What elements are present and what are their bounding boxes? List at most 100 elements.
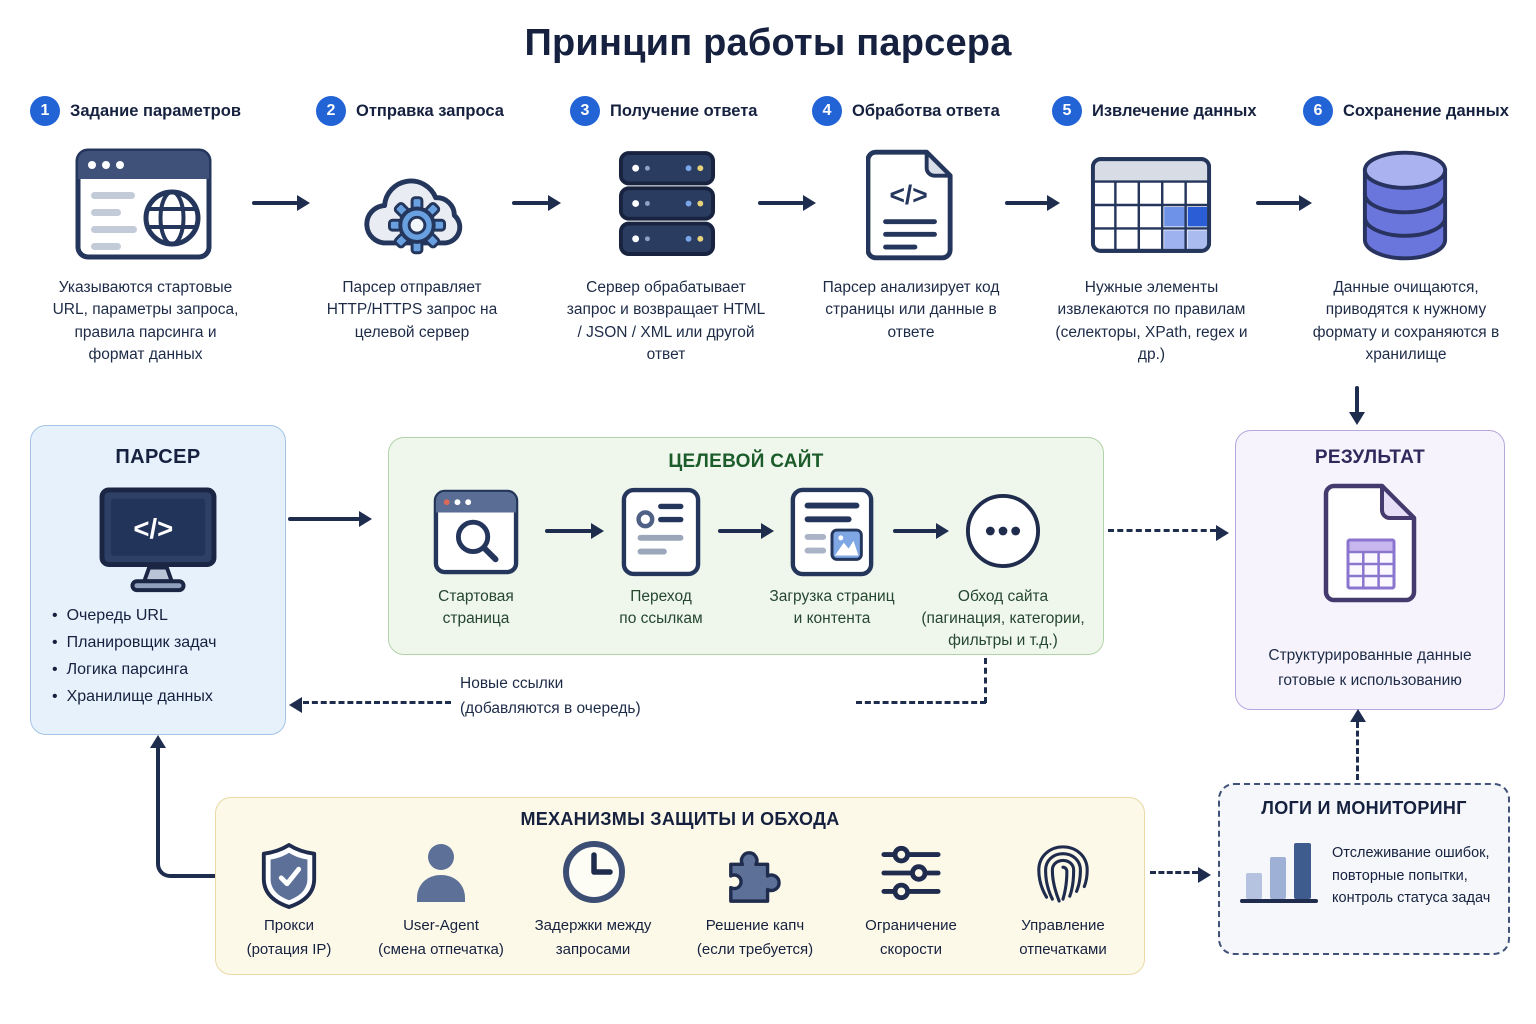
puzzle-icon xyxy=(723,845,787,910)
parser-feature: Очередь URL xyxy=(52,602,272,629)
step-header-6: 6 Сохранение данных xyxy=(1303,96,1509,126)
arrow-step6-result xyxy=(1355,386,1359,413)
arrow-target-1-2 xyxy=(545,529,592,533)
step-caption-3: Сервер обрабатывает запрос и возвращает … xyxy=(566,279,766,364)
step-label: Обработва ответа xyxy=(852,101,1000,120)
result-caption: Структурированные данные готовые к испол… xyxy=(1268,647,1472,689)
arrowhead xyxy=(289,697,302,713)
protection-item-caption-5: Ограничение скорости xyxy=(865,917,957,958)
svg-text:</>: </> xyxy=(889,180,927,210)
document-links-icon xyxy=(621,487,701,582)
arrow-step1-step2 xyxy=(252,201,298,205)
arrowhead xyxy=(936,523,949,539)
protection-item-caption-1: Прокси (ротация IP) xyxy=(246,917,332,958)
arrowhead xyxy=(548,195,561,211)
ellipsis-circle-icon xyxy=(965,493,1041,574)
arrowhead xyxy=(1299,195,1312,211)
cloud-gear-icon xyxy=(357,154,477,266)
step-caption-1: Указываются стартовые URL, параметры зап… xyxy=(52,279,239,364)
arrowhead xyxy=(591,523,604,539)
arrowhead xyxy=(1216,525,1229,541)
step-number-badge: 6 xyxy=(1303,96,1333,126)
svg-text:</>: </> xyxy=(133,513,173,544)
shield-check-icon xyxy=(258,842,320,915)
new-links-label: Новые ссылки (добавляются в очередь) xyxy=(460,675,641,717)
arrow-step2-step3 xyxy=(512,201,549,205)
arrowhead xyxy=(761,523,774,539)
arrowhead xyxy=(1350,709,1366,722)
step-header-3: 3 Получение ответа xyxy=(570,96,758,126)
arrow-newlinks-vertical xyxy=(984,658,987,703)
step-label: Получение ответа xyxy=(610,101,758,120)
target-item-caption-1: Стартовая страница xyxy=(438,588,514,627)
arrow-target-result xyxy=(1108,529,1216,532)
fingerprint-icon xyxy=(1033,840,1093,911)
arrowhead xyxy=(150,735,166,748)
step-label: Сохранение данных xyxy=(1343,101,1509,120)
step-caption-5: Нужные элементы извлекаются по правилам … xyxy=(1055,279,1248,364)
arrow-step5-step6 xyxy=(1256,201,1300,205)
arrow-step3-step4 xyxy=(758,201,804,205)
step-number-badge: 5 xyxy=(1052,96,1082,126)
code-document-icon: </> xyxy=(865,149,956,267)
arrow-step4-step5 xyxy=(1005,201,1048,205)
server-icon xyxy=(618,150,716,263)
arrow-logs-result xyxy=(1356,722,1359,780)
arrow-parser-target xyxy=(288,517,360,521)
logs-box-title: ЛОГИ И МОНИТОРИНГ xyxy=(1261,798,1467,818)
arrow-newlinks-left xyxy=(303,701,451,704)
arrowhead xyxy=(1349,412,1365,425)
parser-feature: Логика парсинга xyxy=(52,656,272,683)
step-label: Отправка запроса xyxy=(356,101,504,120)
browser-search-icon xyxy=(433,489,519,580)
step-label: Задание параметров xyxy=(70,101,241,120)
target-item-caption-3: Загрузка страниц и контента xyxy=(769,588,895,627)
bar-chart-icon xyxy=(1240,835,1320,910)
protection-item-caption-3: Задержки между запросами xyxy=(534,917,652,958)
arrowhead xyxy=(803,195,816,211)
protection-item-caption-2: User-Agent (смена отпечатка) xyxy=(378,917,504,958)
parser-feature-list: Очередь URL Планировщик задач Логика пар… xyxy=(52,602,272,710)
arrow-protect-parser xyxy=(156,748,218,878)
logs-caption: Отслеживание ошибок, повторные попытки, … xyxy=(1332,845,1491,906)
sliders-icon xyxy=(880,844,942,907)
clock-icon xyxy=(562,840,626,909)
protection-box: МЕХАНИЗМЫ ЗАЩИТЫ И ОБХОДА xyxy=(215,797,1145,975)
step-header-5: 5 Извлечение данных xyxy=(1052,96,1257,126)
user-icon xyxy=(412,842,470,911)
step-caption-6: Данные очищаются, приводятся к нужному ф… xyxy=(1312,279,1500,364)
step-label: Извлечение данных xyxy=(1092,101,1257,120)
arrow-protect-logs xyxy=(1150,871,1198,874)
arrowhead xyxy=(1198,867,1211,883)
logs-box: ЛОГИ И МОНИТОРИНГ xyxy=(1218,783,1510,955)
arrow-target-2-3 xyxy=(718,529,762,533)
step-number-badge: 2 xyxy=(316,96,346,126)
target-site-title: ЦЕЛЕВОЙ САЙТ xyxy=(668,451,824,472)
result-box-title: РЕЗУЛЬТАТ xyxy=(1314,447,1426,468)
target-item-caption-2: Переход по ссылкам xyxy=(619,588,703,627)
monitor-code-icon: </> xyxy=(97,486,219,601)
arrow-target-3-4 xyxy=(893,529,937,533)
arrowhead xyxy=(359,511,372,527)
step-number-badge: 1 xyxy=(30,96,60,126)
parser-box-title: ПАРСЕР xyxy=(115,446,201,468)
data-table-icon xyxy=(1090,155,1212,260)
parser-feature: Хранилище данных xyxy=(52,683,272,710)
table-document-icon xyxy=(1322,482,1418,609)
document-image-icon xyxy=(789,487,875,582)
arrow-newlinks-right xyxy=(856,701,986,704)
database-icon xyxy=(1360,148,1450,267)
step-header-2: 2 Отправка запроса xyxy=(316,96,504,126)
target-item-caption-4: Обход сайта (пагинация, категории, фильт… xyxy=(921,588,1085,649)
step-number-badge: 4 xyxy=(812,96,842,126)
protection-item-caption-4: Решение капч (если требуется) xyxy=(696,917,814,958)
parser-feature: Планировщик задач xyxy=(52,629,272,656)
step-number-badge: 3 xyxy=(570,96,600,126)
browser-globe-icon xyxy=(75,148,212,265)
arrowhead xyxy=(297,195,310,211)
step-caption-2: Парсер отправляет HTTP/HTTPS запрос на ц… xyxy=(326,279,498,341)
protection-box-title: МЕХАНИЗМЫ ЗАЩИТЫ И ОБХОДА xyxy=(520,809,840,829)
page-title: Принцип работы парсера xyxy=(524,22,1012,64)
protection-item-caption-6: Управление отпечатками xyxy=(1019,917,1107,958)
